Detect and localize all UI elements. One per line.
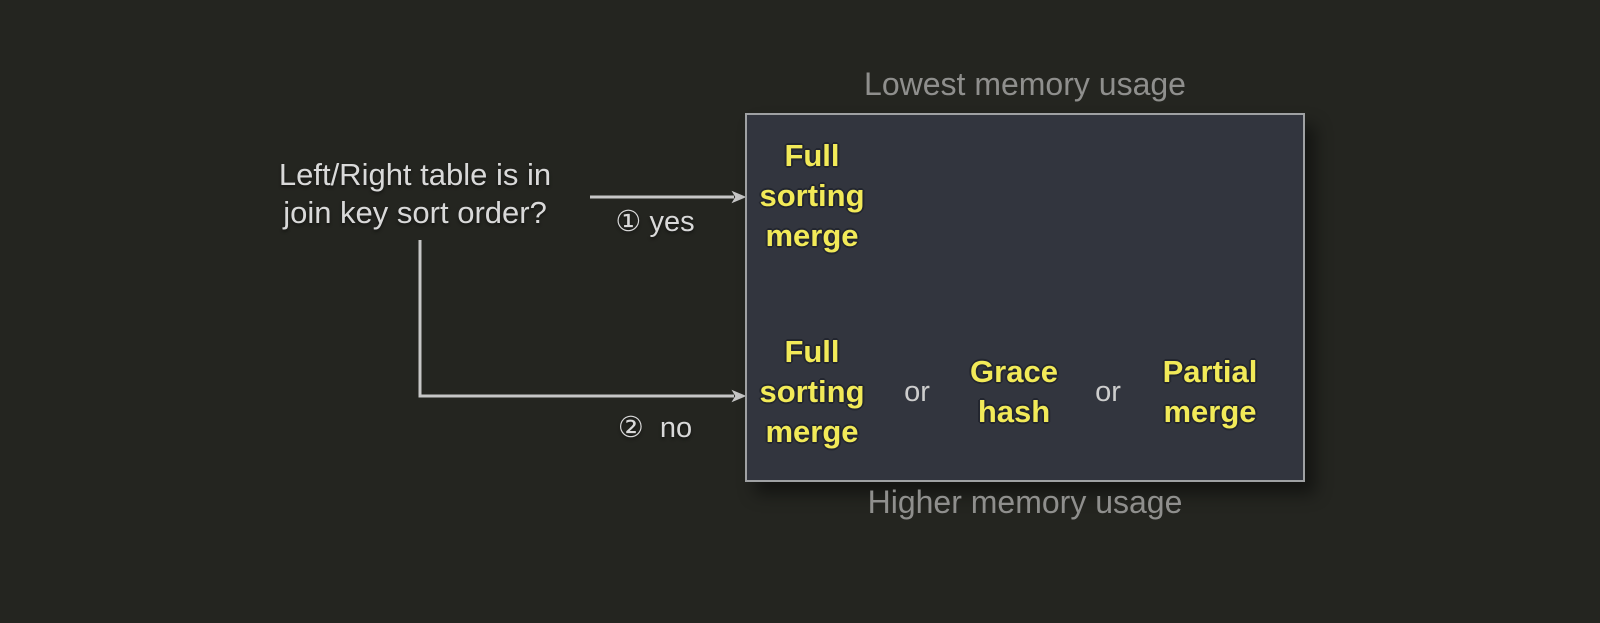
yes-branch-label: ① yes — [615, 206, 695, 238]
lowest-memory-label: Lowest memory usage — [864, 66, 1186, 102]
option-line: Full — [784, 334, 840, 369]
or-separator-1: or — [904, 376, 930, 408]
option-line: Grace — [970, 354, 1058, 389]
option-line: Partial — [1162, 354, 1258, 389]
option-line: merge — [1163, 394, 1257, 429]
option-line: sorting — [759, 178, 865, 213]
algorithm-box: Full sorting merge Full sorting merge or… — [745, 113, 1305, 482]
option-partial-merge: Partial merge — [1140, 352, 1280, 432]
higher-memory-label: Higher memory usage — [867, 484, 1183, 520]
option-full-sorting-merge-sorted: Full sorting merge — [747, 136, 877, 256]
option-line: Full — [784, 138, 840, 173]
question-line1: Left/Right table is in — [278, 157, 552, 192]
option-line: merge — [765, 414, 859, 449]
option-line: sorting — [759, 374, 865, 409]
option-line: hash — [977, 394, 1051, 429]
question-line2: join key sort order? — [283, 195, 547, 230]
option-grace-hash: Grace hash — [944, 352, 1084, 432]
or-separator-2: or — [1095, 376, 1121, 408]
option-line: merge — [765, 218, 859, 253]
question-text: Left/Right table is in join key sort ord… — [230, 156, 600, 232]
no-branch-label: ② no — [617, 412, 693, 444]
no-arrow — [418, 240, 747, 403]
option-full-sorting-merge-unsorted: Full sorting merge — [747, 332, 877, 452]
